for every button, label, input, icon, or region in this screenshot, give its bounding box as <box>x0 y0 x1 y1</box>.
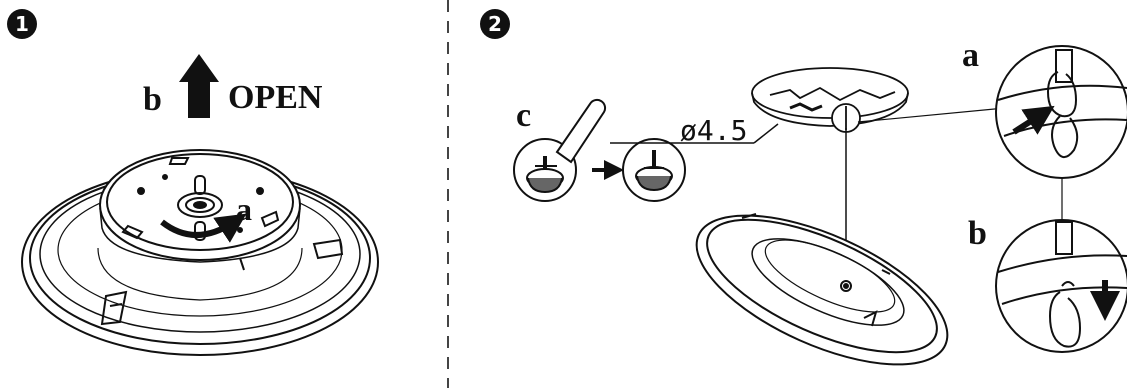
step-2-label-c: c <box>516 97 531 134</box>
open-label: OPEN <box>228 79 323 116</box>
step-1-badge-number: 1 <box>15 12 29 36</box>
anchor-detail <box>610 123 779 202</box>
hole-dimension-label: ø4.5 <box>680 114 747 147</box>
step-1-label-a: a <box>236 191 252 227</box>
rotate-arrow-icon <box>160 213 247 243</box>
step-2-badge <box>480 9 510 39</box>
lamp-body-tilted <box>695 213 949 366</box>
screwdriver-detail <box>513 98 607 202</box>
step-2-label-a: a <box>962 37 979 74</box>
step-1-panel: 1 b OPEN <box>7 9 379 356</box>
push-arrow-icon <box>1012 105 1055 135</box>
mounting-bracket <box>751 67 909 133</box>
step-2-badge-number: 2 <box>488 12 502 36</box>
hook-detail-a <box>995 45 1127 179</box>
callout-line-a <box>857 107 1006 123</box>
open-up-arrow-icon <box>179 54 219 118</box>
ceiling-light-top-view <box>21 149 379 356</box>
step-2-panel: 2 c ø4.5 <box>480 9 1127 366</box>
step-1-label-b: b <box>143 81 162 118</box>
step-1-badge <box>7 9 37 39</box>
step-2-label-b: b <box>968 215 987 252</box>
